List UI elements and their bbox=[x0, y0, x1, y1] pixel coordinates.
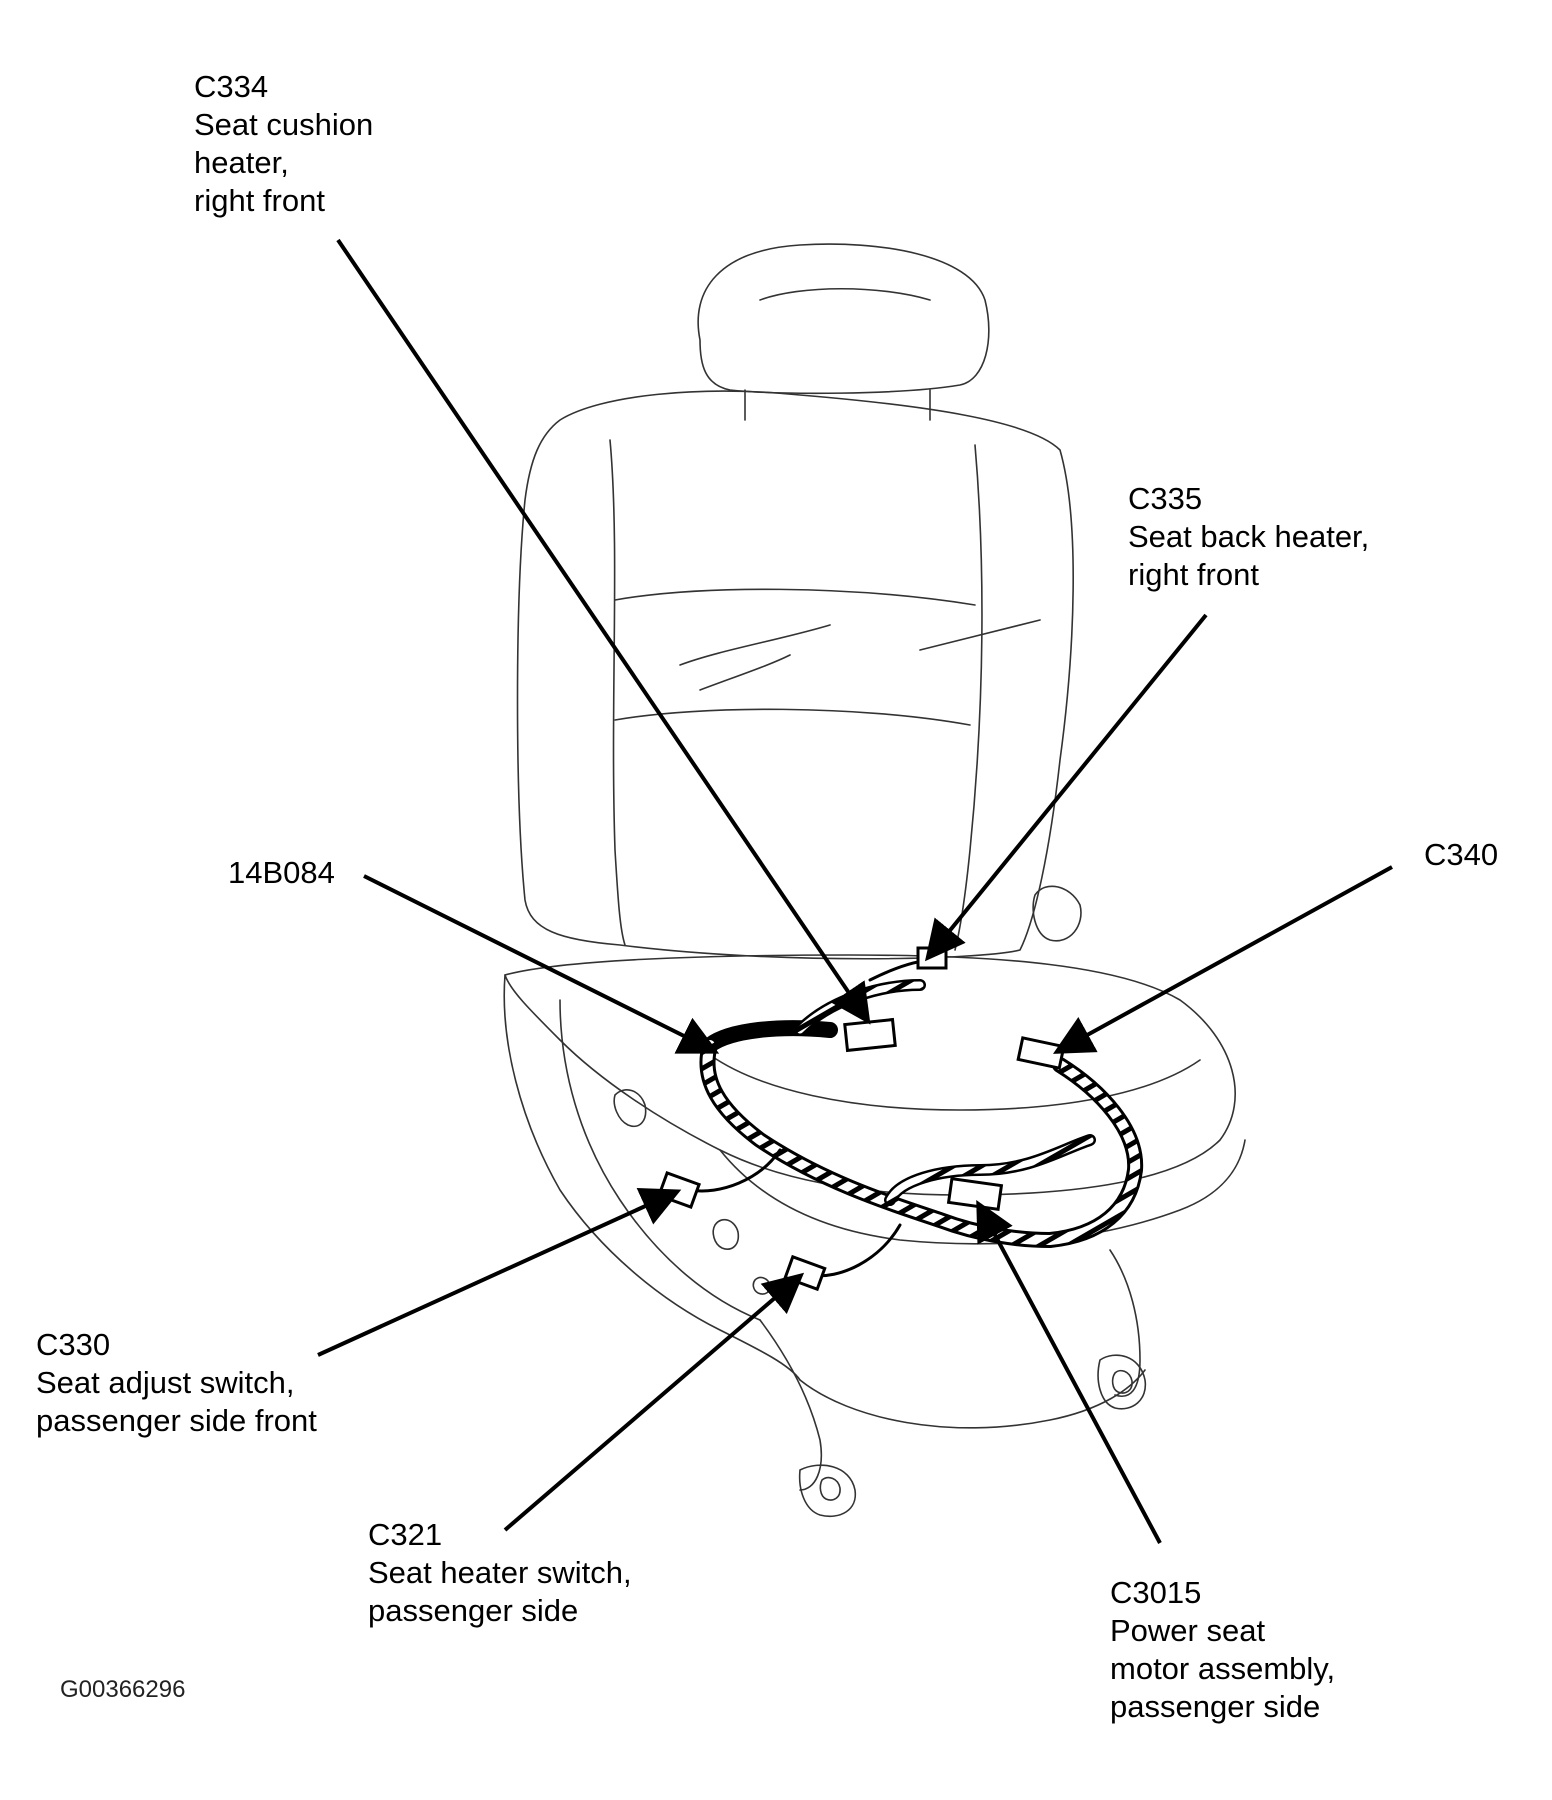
callout-c3015-code: C3015 bbox=[1110, 1575, 1202, 1610]
wiring-harness bbox=[688, 958, 1144, 1278]
figure-id: G00366296 bbox=[60, 1676, 186, 1703]
side-trim-panel bbox=[503, 974, 801, 1381]
callout-c335: C335 Seat back heater, right front bbox=[1128, 480, 1369, 594]
callout-c334-line-3: right front bbox=[194, 183, 325, 218]
recline-knob bbox=[1032, 885, 1082, 942]
seat-back-panel-left bbox=[609, 439, 626, 946]
connector-c334 bbox=[843, 1017, 897, 1053]
callout-c330-code: C330 bbox=[36, 1327, 111, 1362]
leader-c330 bbox=[317, 1188, 682, 1357]
side-trim-slot-1 bbox=[613, 1089, 647, 1127]
seat-track-right-hole bbox=[1111, 1369, 1133, 1394]
harness-lead-c330 bbox=[688, 1148, 782, 1193]
headrest-crease bbox=[759, 287, 931, 301]
callout-c334-line-2: heater, bbox=[194, 145, 289, 180]
leader-c335 bbox=[924, 613, 1208, 962]
seat-back-seam-mid bbox=[614, 708, 971, 726]
callout-c330-line-1: Seat adjust switch, bbox=[36, 1365, 295, 1400]
callout-14b084-code: 14B084 bbox=[228, 855, 335, 890]
harness-main-loop bbox=[699, 1020, 1144, 1248]
callout-c334: C334 Seat cushion heater, right front bbox=[194, 68, 373, 220]
connector-c3015 bbox=[946, 1176, 1004, 1212]
callout-c330-line-2: passenger side front bbox=[36, 1403, 317, 1438]
side-trim-slot-3 bbox=[752, 1276, 771, 1295]
seat-track-foot-right bbox=[1097, 1354, 1147, 1410]
callout-c334-line-1: Seat cushion bbox=[194, 107, 374, 142]
seat-back-outline bbox=[516, 390, 1074, 960]
connector-c330 bbox=[656, 1170, 702, 1210]
seat-base-front bbox=[799, 1369, 1146, 1429]
callout-c3015: C3015 Power seat motor assembly, passeng… bbox=[1110, 1574, 1335, 1726]
leader-c321 bbox=[503, 1272, 805, 1532]
seat-track-left-hole bbox=[819, 1476, 841, 1501]
leader-c3015 bbox=[976, 1199, 1162, 1544]
callout-c335-code: C335 bbox=[1128, 481, 1203, 516]
callout-c321-code: C321 bbox=[368, 1517, 443, 1552]
seat-illustration bbox=[503, 243, 1246, 1517]
side-trim-slot-2 bbox=[712, 1218, 740, 1250]
callout-c335-line-1: Seat back heater, bbox=[1128, 519, 1370, 554]
leader-lines bbox=[317, 238, 1393, 1544]
callout-c321: C321 Seat heater switch, passenger side bbox=[368, 1516, 632, 1630]
callout-c321-line-1: Seat heater switch, bbox=[368, 1555, 632, 1590]
seat-back-seam-top bbox=[614, 588, 976, 606]
seat-cushion-outline bbox=[504, 954, 1236, 1196]
callout-c3015-line-2: motor assembly, bbox=[1110, 1651, 1336, 1686]
seat-cushion-seam bbox=[709, 1054, 1201, 1111]
side-trim-inner bbox=[559, 999, 761, 1321]
seat-back-panel-right bbox=[954, 444, 983, 951]
harness-lower-branch-inner bbox=[886, 1136, 1094, 1204]
leader-c340 bbox=[1052, 865, 1393, 1054]
leader-14b084 bbox=[363, 874, 720, 1054]
seat-back-fold-3 bbox=[699, 654, 791, 691]
callout-c3015-line-3: passenger side bbox=[1110, 1689, 1321, 1724]
leader-c334 bbox=[336, 238, 871, 1025]
callout-c330: C330 Seat adjust switch, passenger side … bbox=[36, 1326, 317, 1440]
seat-track-foot-left bbox=[798, 1464, 856, 1517]
callout-c3015-line-1: Power seat bbox=[1110, 1613, 1266, 1648]
seat-track-right bbox=[1109, 1249, 1141, 1397]
callout-c335-line-2: right front bbox=[1128, 557, 1259, 592]
callout-c340: C340 bbox=[1424, 836, 1498, 874]
callout-c334-code: C334 bbox=[194, 69, 269, 104]
headrest-outline bbox=[697, 243, 990, 395]
callout-c340-code: C340 bbox=[1424, 837, 1499, 872]
seat-track-left bbox=[759, 1319, 823, 1491]
seat-back-fold-2 bbox=[919, 619, 1041, 651]
callout-14b084: 14B084 bbox=[228, 854, 335, 892]
seat-back-fold-1 bbox=[679, 624, 831, 666]
callout-c321-line-2: passenger side bbox=[368, 1593, 579, 1628]
connector-c340 bbox=[1016, 1036, 1066, 1070]
